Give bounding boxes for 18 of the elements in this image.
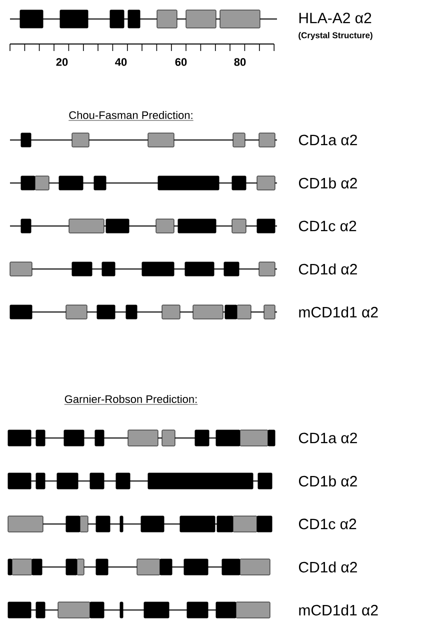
track-label: CD1c α2: [298, 220, 356, 232]
track-label: CD1a α2: [298, 134, 357, 146]
axis-tick-label: 80: [234, 58, 246, 66]
track-label: mCD1d1 α2: [299, 604, 378, 616]
track-label: CD1a α2: [298, 432, 357, 444]
track-label: CD1b α2: [298, 476, 357, 486]
track-label: CD1c α2: [298, 518, 356, 530]
track-label: mCD1d1 α2: [299, 306, 378, 318]
track-label: HLA-A2 α2: [299, 12, 372, 24]
track-label: CD1d α2: [298, 562, 357, 572]
subtitle: (Crystal Structure): [298, 32, 372, 40]
axis-tick-label: 40: [115, 58, 127, 66]
axis-tick-label: 60: [175, 58, 187, 66]
track-label: CD1b α2: [298, 178, 357, 188]
track-label: CD1d α2: [298, 264, 357, 274]
section-heading: Chou-Fasman Prediction:: [68, 110, 194, 121]
section-heading: Garnier-Robson Prediction:: [64, 394, 198, 405]
axis-tick-label: 20: [56, 58, 68, 66]
